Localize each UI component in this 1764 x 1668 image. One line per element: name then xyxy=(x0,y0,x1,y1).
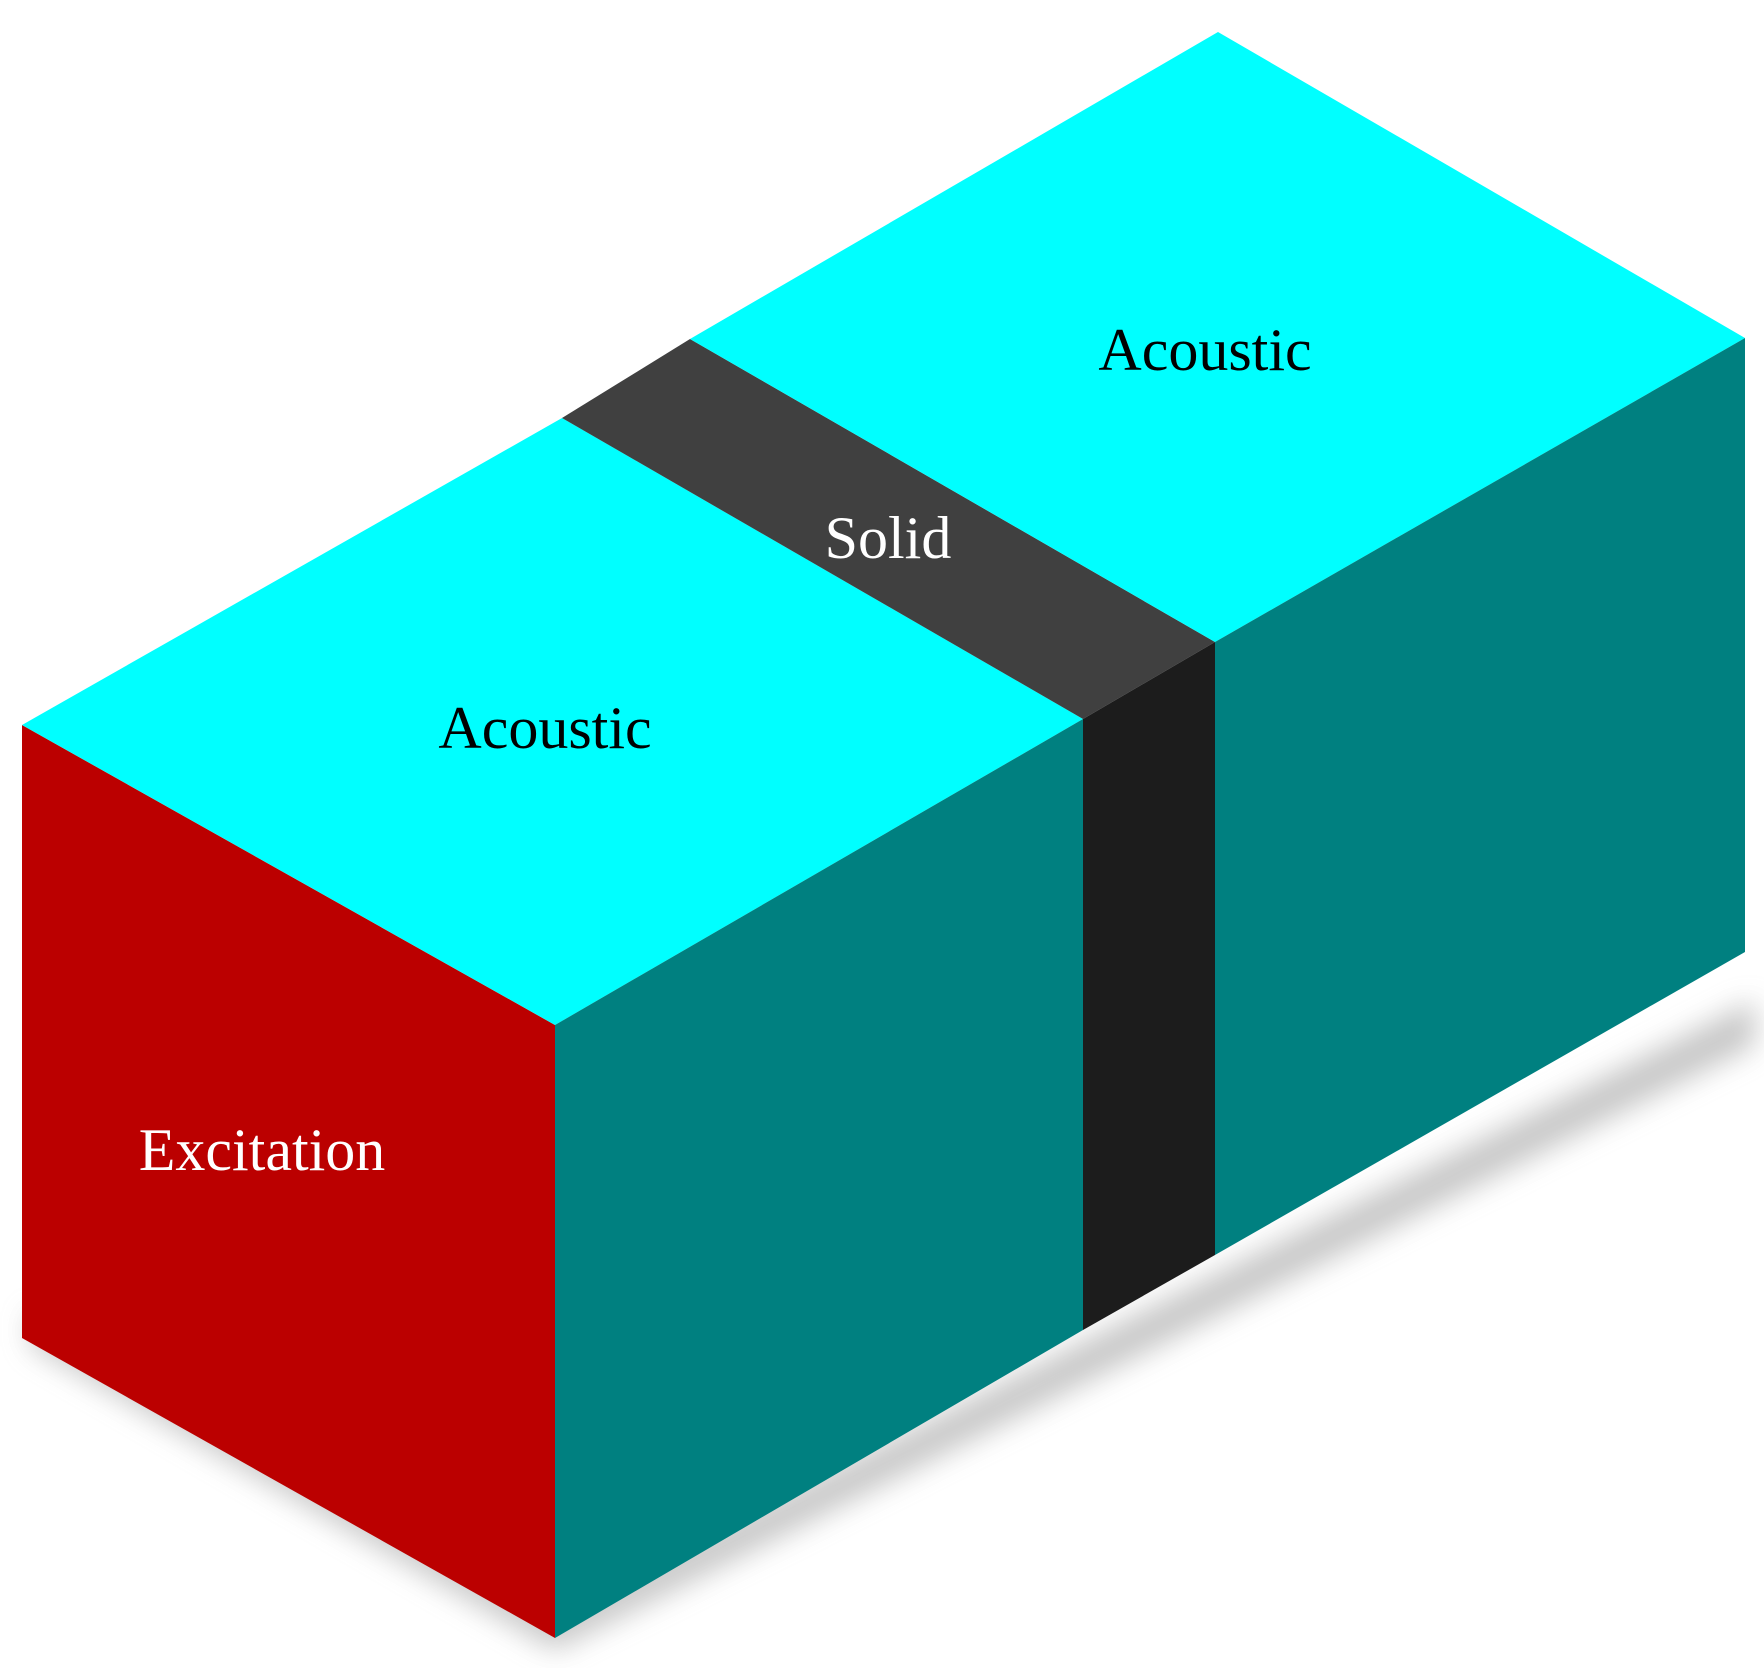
acoustic-top-left xyxy=(22,418,1083,1025)
acoustic-side-left xyxy=(555,719,1083,1638)
excitation-face xyxy=(22,725,555,1638)
excitation-label: Excitation xyxy=(139,1117,386,1183)
acoustic-top-right xyxy=(690,32,1745,642)
solid-label: Solid xyxy=(825,505,952,571)
acoustic-right-label: Acoustic xyxy=(1098,317,1311,383)
acoustic-side-right xyxy=(1215,338,1745,1255)
solid-top-strip xyxy=(562,339,1215,719)
acoustic-left-label: Acoustic xyxy=(438,695,651,761)
solid-side-strip xyxy=(1083,642,1215,1330)
